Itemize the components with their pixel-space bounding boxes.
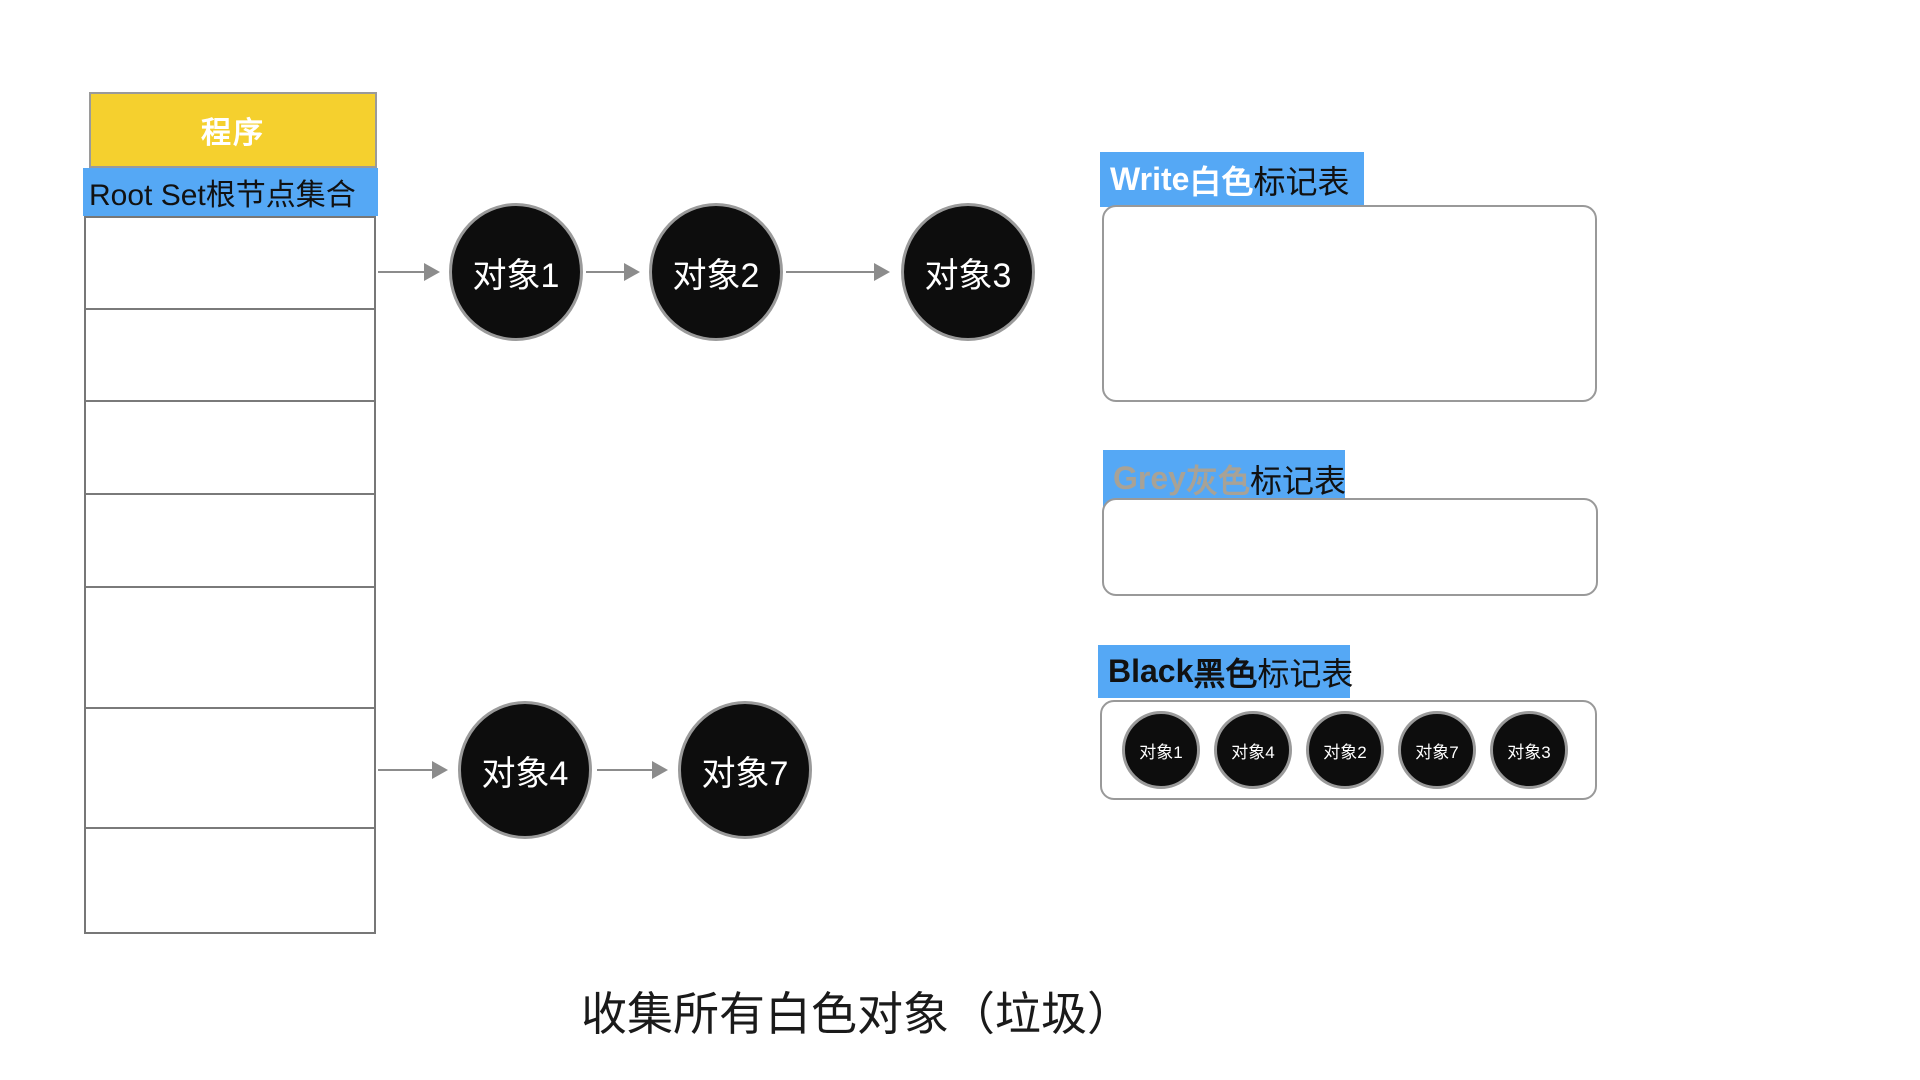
black-mark-table-items: 对象1 对象4 对象2 对象7 对象3 — [1102, 702, 1595, 798]
black-item-obj7: 对象7 — [1398, 711, 1476, 789]
black-label-suffix: 标记表 — [1257, 655, 1354, 692]
black-item-obj1: 对象1 — [1122, 711, 1200, 789]
black-item-obj4-label: 对象4 — [1231, 742, 1275, 762]
black-item-obj3: 对象3 — [1490, 711, 1568, 789]
node-obj1-label: 对象1 — [472, 256, 560, 295]
black-item-obj7-label: 对象7 — [1415, 742, 1459, 762]
black-item-obj2-label: 对象2 — [1323, 742, 1367, 762]
white-label-en: Write — [1110, 161, 1190, 197]
grey-mark-table-label: Grey 灰色 标记表 — [1103, 450, 1346, 507]
black-item-obj2: 对象2 — [1306, 711, 1384, 789]
node-obj4-label: 对象4 — [481, 754, 569, 793]
stack-row — [86, 218, 374, 308]
grey-label-suffix: 标记表 — [1249, 462, 1346, 499]
stack-row — [86, 493, 374, 586]
black-mark-table-box: 对象1 对象4 对象2 对象7 对象3 — [1100, 700, 1597, 800]
white-mark-table-label: Write 白色 标记表 — [1100, 152, 1364, 207]
stack-row — [86, 400, 374, 493]
black-item-obj4: 对象4 — [1214, 711, 1292, 789]
node-obj3: 对象3 — [901, 203, 1035, 341]
root-set-label-text: Root Set根节点集合 — [89, 179, 356, 212]
grey-label-cn: 灰色 — [1185, 462, 1250, 499]
grey-label-en: Grey — [1113, 460, 1186, 496]
black-mark-table-label: Black 黑色 标记表 — [1098, 645, 1354, 698]
node-obj1: 对象1 — [449, 203, 583, 341]
white-label-suffix: 标记表 — [1253, 163, 1350, 200]
white-mark-table-box — [1102, 205, 1597, 402]
root-set-table — [84, 216, 376, 934]
diagram-caption: 收集所有白色对象（垃圾） — [581, 988, 1133, 1040]
black-item-obj3-label: 对象3 — [1507, 742, 1551, 762]
grey-mark-table-box — [1102, 498, 1598, 596]
node-obj2: 对象2 — [649, 203, 783, 341]
node-obj7-label: 对象7 — [701, 754, 789, 793]
stack-row — [86, 827, 374, 932]
root-set-label: Root Set根节点集合 — [83, 168, 378, 216]
stack-row — [86, 707, 374, 827]
node-obj2-label: 对象2 — [672, 256, 760, 295]
program-header-label: 程序 — [201, 117, 265, 150]
program-header: 程序 — [89, 92, 377, 168]
stack-row — [86, 308, 374, 400]
node-obj7: 对象7 — [678, 701, 812, 839]
black-item-obj1-label: 对象1 — [1139, 742, 1183, 762]
black-label-en: Black — [1108, 653, 1194, 689]
stack-row — [86, 586, 374, 707]
black-label-cn: 黑色 — [1193, 655, 1258, 692]
node-obj4: 对象4 — [458, 701, 592, 839]
white-label-cn: 白色 — [1189, 163, 1254, 200]
node-obj3-label: 对象3 — [924, 256, 1012, 295]
